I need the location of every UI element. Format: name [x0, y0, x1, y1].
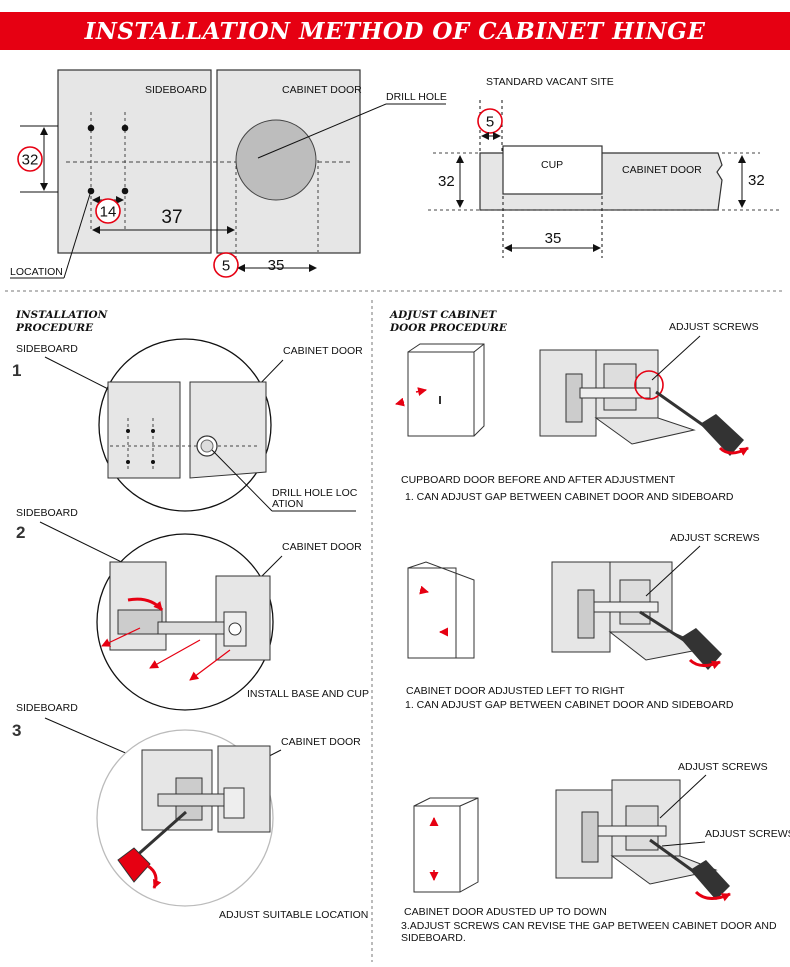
adjust-screws-label: ADJUST SCREWS — [669, 321, 759, 333]
dimension-badge — [17, 146, 43, 172]
cabinet-box-sketch — [413, 797, 479, 893]
cabinet-door-label: CABINET DOOR — [282, 541, 362, 553]
screw-hole-marker — [87, 187, 95, 195]
install-step-1: 1 SIDEBOARD CABINET DOOR DRILL HOLE LOC … — [12, 338, 363, 512]
dimension-badge — [95, 198, 121, 224]
adjust-heading-line2: DOOR PROCEDURE — [389, 322, 508, 334]
drill-hole-circle — [235, 119, 317, 201]
screw-hole-marker — [87, 124, 95, 132]
dim-35-label: 35 — [545, 230, 562, 247]
page-title: INSTALLATION METHOD OF CABINET HINGE — [84, 18, 706, 45]
dim-32-right-label: 32 — [748, 172, 765, 189]
step-number: 1 — [12, 361, 21, 380]
adjust-caption: 1. CAN ADJUST GAP BETWEEN CABINET DOOR A… — [405, 491, 734, 503]
cabinet-door-label: CABINET DOOR — [283, 345, 363, 357]
dim-35-label: 35 — [268, 257, 285, 274]
dim-37-label: 37 — [161, 207, 182, 228]
drill-hole-label: DRILL HOLE — [386, 91, 447, 103]
dimension-badge — [477, 108, 503, 134]
install-step-2: SIDEBOARD 2 CABINET DOOR INSTALL BASE AN… — [16, 507, 369, 711]
cup-recess — [502, 145, 603, 195]
drill-hole-caption-line1: DRILL HOLE LOC — [272, 487, 358, 499]
install-step-3: SIDEBOARD 3 CABINET DOOR ADJUST SUITABLE… — [12, 702, 368, 921]
cabinet-box-sketch — [407, 561, 475, 659]
cup-label: CUP — [541, 159, 563, 171]
dimension-badge — [213, 252, 239, 278]
dim-32-left-label: 32 — [438, 173, 455, 190]
adjust-row-1: ADJUST SCREWS CUPBOARD DOOR BEFORE AND A… — [395, 321, 759, 503]
step-number: 2 — [16, 523, 25, 542]
adjust-screw-highlight — [634, 370, 664, 400]
standard-vacant-site-label: STANDARD VACANT SITE — [486, 76, 614, 88]
title-banner: INSTALLATION METHOD OF CABINET HINGE — [0, 12, 790, 50]
adjust-screws-label: ADJUST SCREWS — [678, 761, 768, 773]
adjust-caption: CABINET DOOR ADUSTED UP TO DOWN — [404, 906, 607, 918]
adjust-caption: 3.ADJUST SCREWS CAN REVISE THE GAP BETWE… — [401, 920, 777, 932]
sideboard-label: SIDEBOARD — [145, 84, 207, 96]
top-right-section: STANDARD VACANT SITE 5 CUP CABINET DOOR … — [428, 76, 780, 258]
adjust-screws-label: ADJUST SCREWS — [705, 828, 790, 840]
cabinet-box-sketch — [407, 343, 485, 437]
step-number: 3 — [12, 721, 21, 740]
adjust-location-caption: ADJUST SUITABLE LOCATION — [219, 909, 368, 921]
cabinet-door-label: CABINET DOOR — [282, 84, 362, 96]
adjust-screws-label: ADJUST SCREWS — [670, 532, 760, 544]
sideboard-label: SIDEBOARD — [16, 702, 78, 714]
screw-hole-marker — [121, 124, 129, 132]
install-base-caption: INSTALL BASE AND CUP — [247, 688, 369, 700]
dim-32-label: 32 — [22, 152, 39, 169]
adjust-caption: SIDEBOARD. — [401, 932, 466, 944]
installation-heading-line1: INSTALLATION — [15, 309, 108, 321]
drill-hole-caption-line2: ATION — [272, 498, 303, 510]
screw-hole-marker — [121, 187, 129, 195]
dim-5-label: 5 — [222, 258, 230, 275]
installation-heading-line2: PROCEDURE — [15, 322, 94, 334]
dim-5-label: 5 — [486, 114, 494, 131]
cabinet-door-label: CABINET DOOR — [281, 736, 361, 748]
adjust-heading-line1: ADJUST CABINET — [389, 309, 497, 321]
location-label: LOCATION — [10, 266, 63, 278]
adjust-row-2: ADJUST SCREWS CABINET DOOR ADJUSTED LEFT… — [405, 532, 760, 711]
dim-14-label: 14 — [100, 204, 117, 221]
adjust-caption: 1. CAN ADJUST GAP BETWEEN CABINET DOOR A… — [405, 699, 734, 711]
adjust-row-3: ADJUST SCREWS ADJUST SCREWS CABINET DOOR… — [401, 761, 790, 944]
top-left-template: 32 14 37 5 35 SIDEBOARD CABINET DOOR DRI… — [10, 69, 447, 279]
sideboard-label: SIDEBOARD — [16, 343, 78, 355]
adjust-caption: CUPBOARD DOOR BEFORE AND AFTER ADJUSTMEN… — [401, 474, 676, 486]
sideboard-label: SIDEBOARD — [16, 507, 78, 519]
cabinet-door-label: CABINET DOOR — [622, 164, 702, 176]
adjust-caption: CABINET DOOR ADJUSTED LEFT TO RIGHT — [406, 685, 625, 697]
